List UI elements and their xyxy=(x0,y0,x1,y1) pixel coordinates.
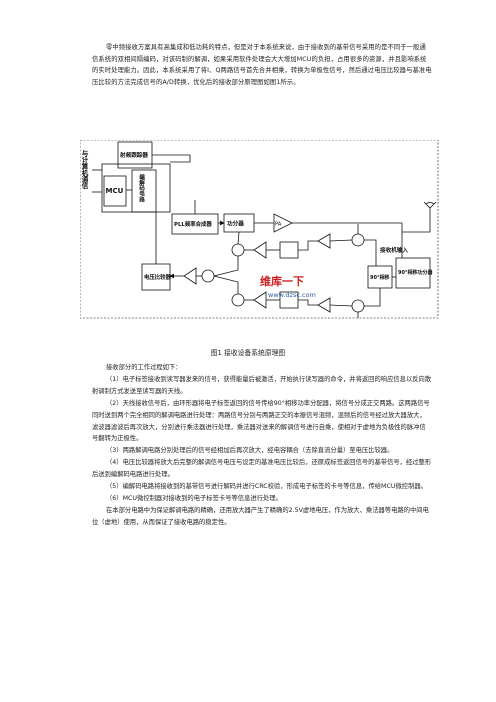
amp-sum xyxy=(183,267,197,285)
amp-top-1 xyxy=(253,241,267,259)
rf-reader-label: 射频跟踪器 xyxy=(119,151,148,159)
amp-top-2 xyxy=(317,233,331,249)
list-item: （4）电压比较器将放大后完整的解调信号电压与设定的基准电压比较后，还原成标签返回… xyxy=(92,459,432,479)
mixer-bottom-right xyxy=(351,299,365,313)
decoder-box xyxy=(131,169,157,213)
watermark-url: www.dzsc.com xyxy=(268,291,316,299)
list-item: （6）MCU微控制器对接收到的电子标签卡号等信息进行处理。 xyxy=(106,494,282,502)
intro-paragraph: 零中频接收方案具有高集成和低功耗的特点，但是对于本系统来说，由于接收到的基带信号… xyxy=(92,44,432,86)
antenna-icon xyxy=(423,201,437,218)
phase90-label: 90°相移 xyxy=(370,274,389,281)
amp-bottom-2 xyxy=(317,297,331,313)
left-label: 与计算机通信 xyxy=(80,149,89,191)
filter-top xyxy=(279,241,299,259)
mcu-box xyxy=(103,175,127,207)
list-item: （3）两路解调电路分别处理后的信号经相加后再次放大，经电容耦合（去除直流分量）至… xyxy=(106,447,394,455)
mixer-top-right xyxy=(351,233,365,247)
list-item: （2）天线接收信号后，由环形器将电子标签返回的信号传给90°相移功率分配器，将信… xyxy=(92,399,430,443)
list-item: （1）电子标签接收到读写器发来的信号，获得能量后被激活，开始执行读写器的命令，并… xyxy=(92,375,432,395)
list-item: 接收部分的工作过程如下： xyxy=(106,364,182,371)
process-list: 接收部分的工作过程如下： （1）电子标签接收到读写器发来的信号，获得能量后被激活… xyxy=(92,362,432,529)
list-item: （5）编解码电路将接收到的基带信号进行解码并进行CRC校验，形成电子标签的卡号等… xyxy=(106,483,427,491)
pa-label: PA xyxy=(275,222,282,228)
watermark: 维库一下 www.dzsc.com xyxy=(260,274,316,299)
decoder-label: 编解码电路 xyxy=(138,173,145,203)
mixer-top-left xyxy=(231,243,245,257)
phase90-divider-box xyxy=(395,257,431,289)
power-divider-label: 功分器 xyxy=(227,220,244,228)
phase90-divider-label: 90°相移功分器 xyxy=(398,269,433,276)
figure-caption: 图1 接收设备系统原理图 xyxy=(210,349,286,357)
amp-bottom-1 xyxy=(253,291,267,309)
watermark-top: 维库一下 xyxy=(260,274,304,288)
comparator-label: 电压比较器 xyxy=(144,273,172,281)
system-frame xyxy=(80,140,439,319)
list-item: 在本部分电路中为保证解调电路的精确，还用放大器产生了精确的2.5V虚地电压，作为… xyxy=(92,506,429,526)
mcu-label: MCU xyxy=(106,187,124,195)
rx-input-label: 接收机输入 xyxy=(380,246,408,254)
pll-label: PLL频率合成器 xyxy=(174,220,212,228)
adder xyxy=(201,269,215,283)
receiver-block-diagram: 与计算机通信 MCU 射频跟踪器 编解码电路 PLL频率合成器 功分器 PA 接… xyxy=(80,140,439,319)
mixer-bottom-left xyxy=(231,293,245,307)
